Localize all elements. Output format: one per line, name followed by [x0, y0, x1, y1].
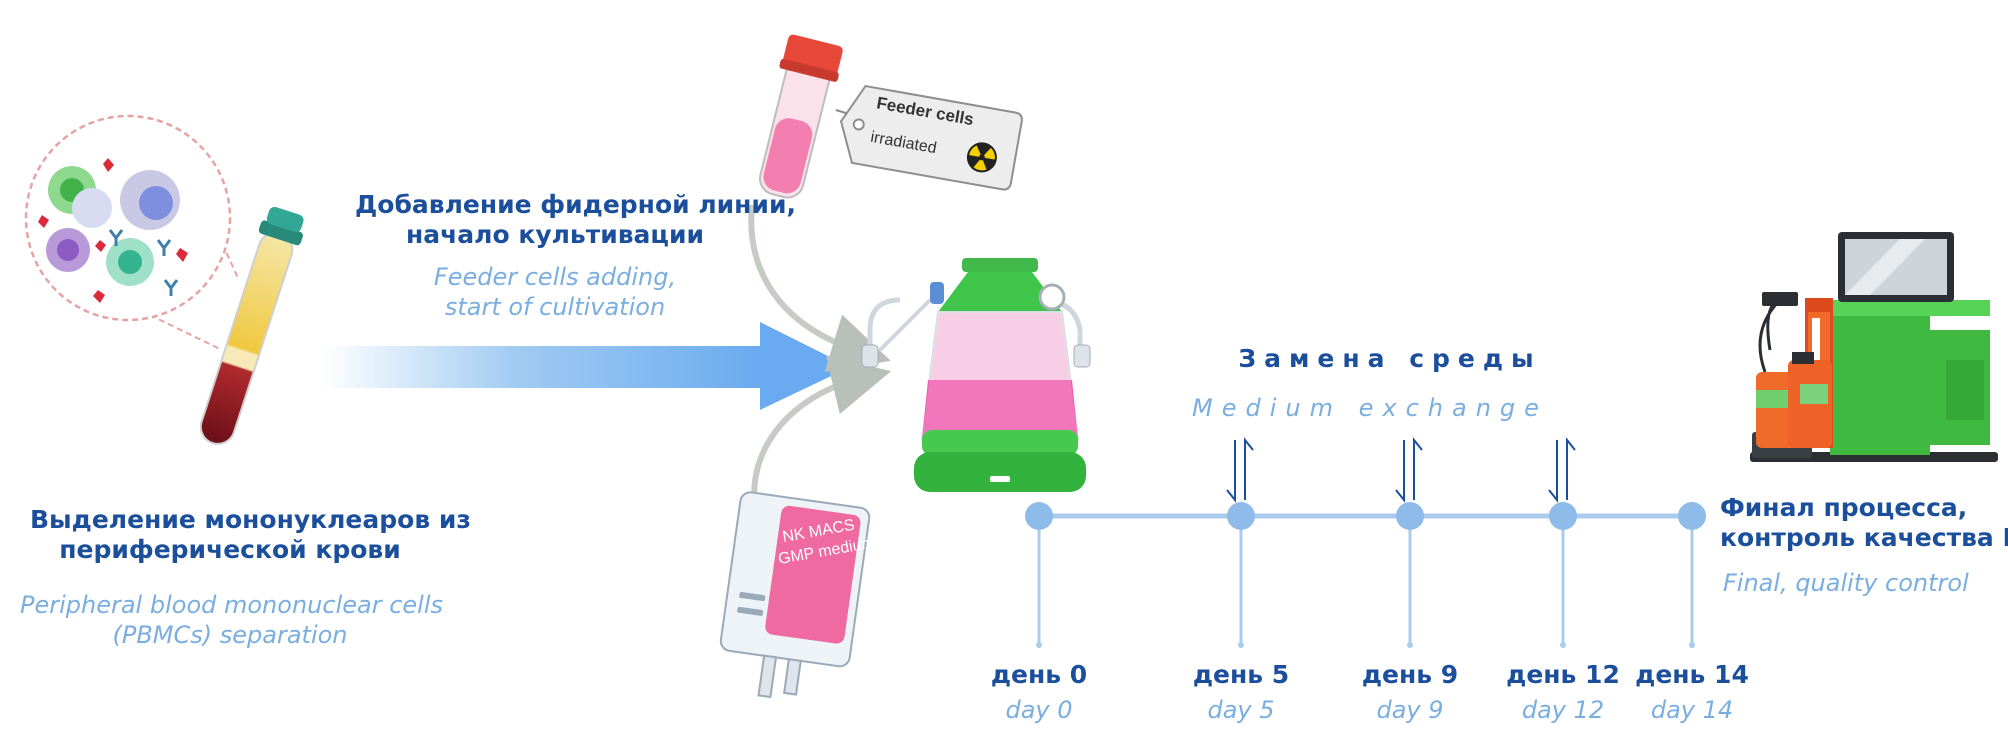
- feeder-title-en-line1: Feeder cells adding,: [433, 263, 677, 291]
- feeder-to-bioreactor-arrow: [748, 204, 891, 372]
- timeline-day-label-en: day 14: [1650, 696, 1734, 724]
- feeder-cells-tube-icon: Feeder cells irradiated: [758, 34, 1023, 199]
- platelets-icon: [38, 158, 188, 303]
- timeline-day-label-ru: день 0: [990, 660, 1088, 689]
- pbmc-title-en-line2: (PBMCs) separation: [112, 621, 348, 649]
- timeline-drop-end: [1036, 642, 1042, 648]
- timeline-day-label-ru: день 12: [1506, 660, 1620, 689]
- feeder-title-ru-line1: Добавление фидерной линии,: [355, 190, 796, 219]
- timeline-day-dot: [1396, 502, 1424, 530]
- feeder-title-ru: Добавление фидерной линии, начало культи…: [355, 190, 796, 250]
- medium-exchange-arrows-icon: [1395, 437, 1423, 503]
- timeline-drop-end: [1238, 642, 1244, 648]
- timeline: [1025, 437, 1706, 648]
- final-title-en: Final, quality control: [1723, 569, 1969, 597]
- pbmc-title-en-line1: Peripheral blood mononuclear cells: [20, 591, 443, 619]
- timeline-drop-end: [1407, 642, 1413, 648]
- timeline-day-dot: [1549, 502, 1577, 530]
- feeder-title-en: Feeder cells adding, start of cultivatio…: [395, 262, 715, 322]
- timeline-day-dot: [1025, 502, 1053, 530]
- final-title-ru-line2: контроль качества КП: [1720, 523, 2008, 552]
- antibodies-icon: [108, 229, 179, 296]
- bioreactor-icon: [861, 258, 1091, 492]
- final-title-ru: Финал процесса, контроль качества КП: [1720, 493, 2008, 553]
- pbmc-title-ru-line1: Выделение мононуклеаров из: [30, 505, 471, 534]
- medium-exchange-ru: Замена среды: [1238, 344, 1542, 373]
- cell-magnifier: [24, 114, 239, 351]
- timeline-day-label-ru: день 5: [1192, 660, 1290, 689]
- medium-to-bioreactor-arrow: [751, 355, 892, 506]
- main-process-arrow: [322, 322, 850, 410]
- feeder-title-ru-line2: начало культивации: [405, 220, 704, 249]
- lymphocyte-pale-icon: [72, 188, 112, 228]
- timeline-day-dot: [1678, 502, 1706, 530]
- pbmc-title-en: Peripheral blood mononuclear cells (PBMC…: [20, 590, 443, 650]
- medium-exchange-arrows-icon: [1548, 437, 1576, 503]
- pbmc-title-ru-line2: периферической крови: [59, 535, 401, 564]
- timeline-day-label-en: day 9: [1376, 696, 1444, 724]
- timeline-drop-end: [1689, 642, 1695, 648]
- timeline-day-label-ru: день 9: [1361, 660, 1459, 689]
- medium-bag-icon: NK MACS GMP medium: [719, 491, 876, 699]
- timeline-drop-end: [1560, 642, 1566, 648]
- timeline-day-label-en: day 0: [1005, 696, 1073, 724]
- timeline-day-dot: [1227, 502, 1255, 530]
- medium-exchange-en: Medium exchange: [1192, 394, 1548, 422]
- timeline-day-label-en: day 5: [1207, 696, 1275, 724]
- feeder-title-en-line2: start of cultivation: [444, 293, 666, 321]
- final-title-ru-line1: Финал процесса,: [1720, 493, 1968, 522]
- medium-exchange-arrows-icon: [1226, 437, 1254, 503]
- blood-tube-icon: [199, 206, 304, 445]
- timeline-day-label-en: day 12: [1521, 696, 1605, 724]
- pbmc-title-ru: Выделение мононуклеаров из периферическо…: [30, 505, 471, 565]
- analyzer-machine-icon: [1750, 232, 1998, 462]
- timeline-day-label-ru: день 14: [1635, 660, 1749, 689]
- feeder-cells-tag: [839, 84, 1023, 191]
